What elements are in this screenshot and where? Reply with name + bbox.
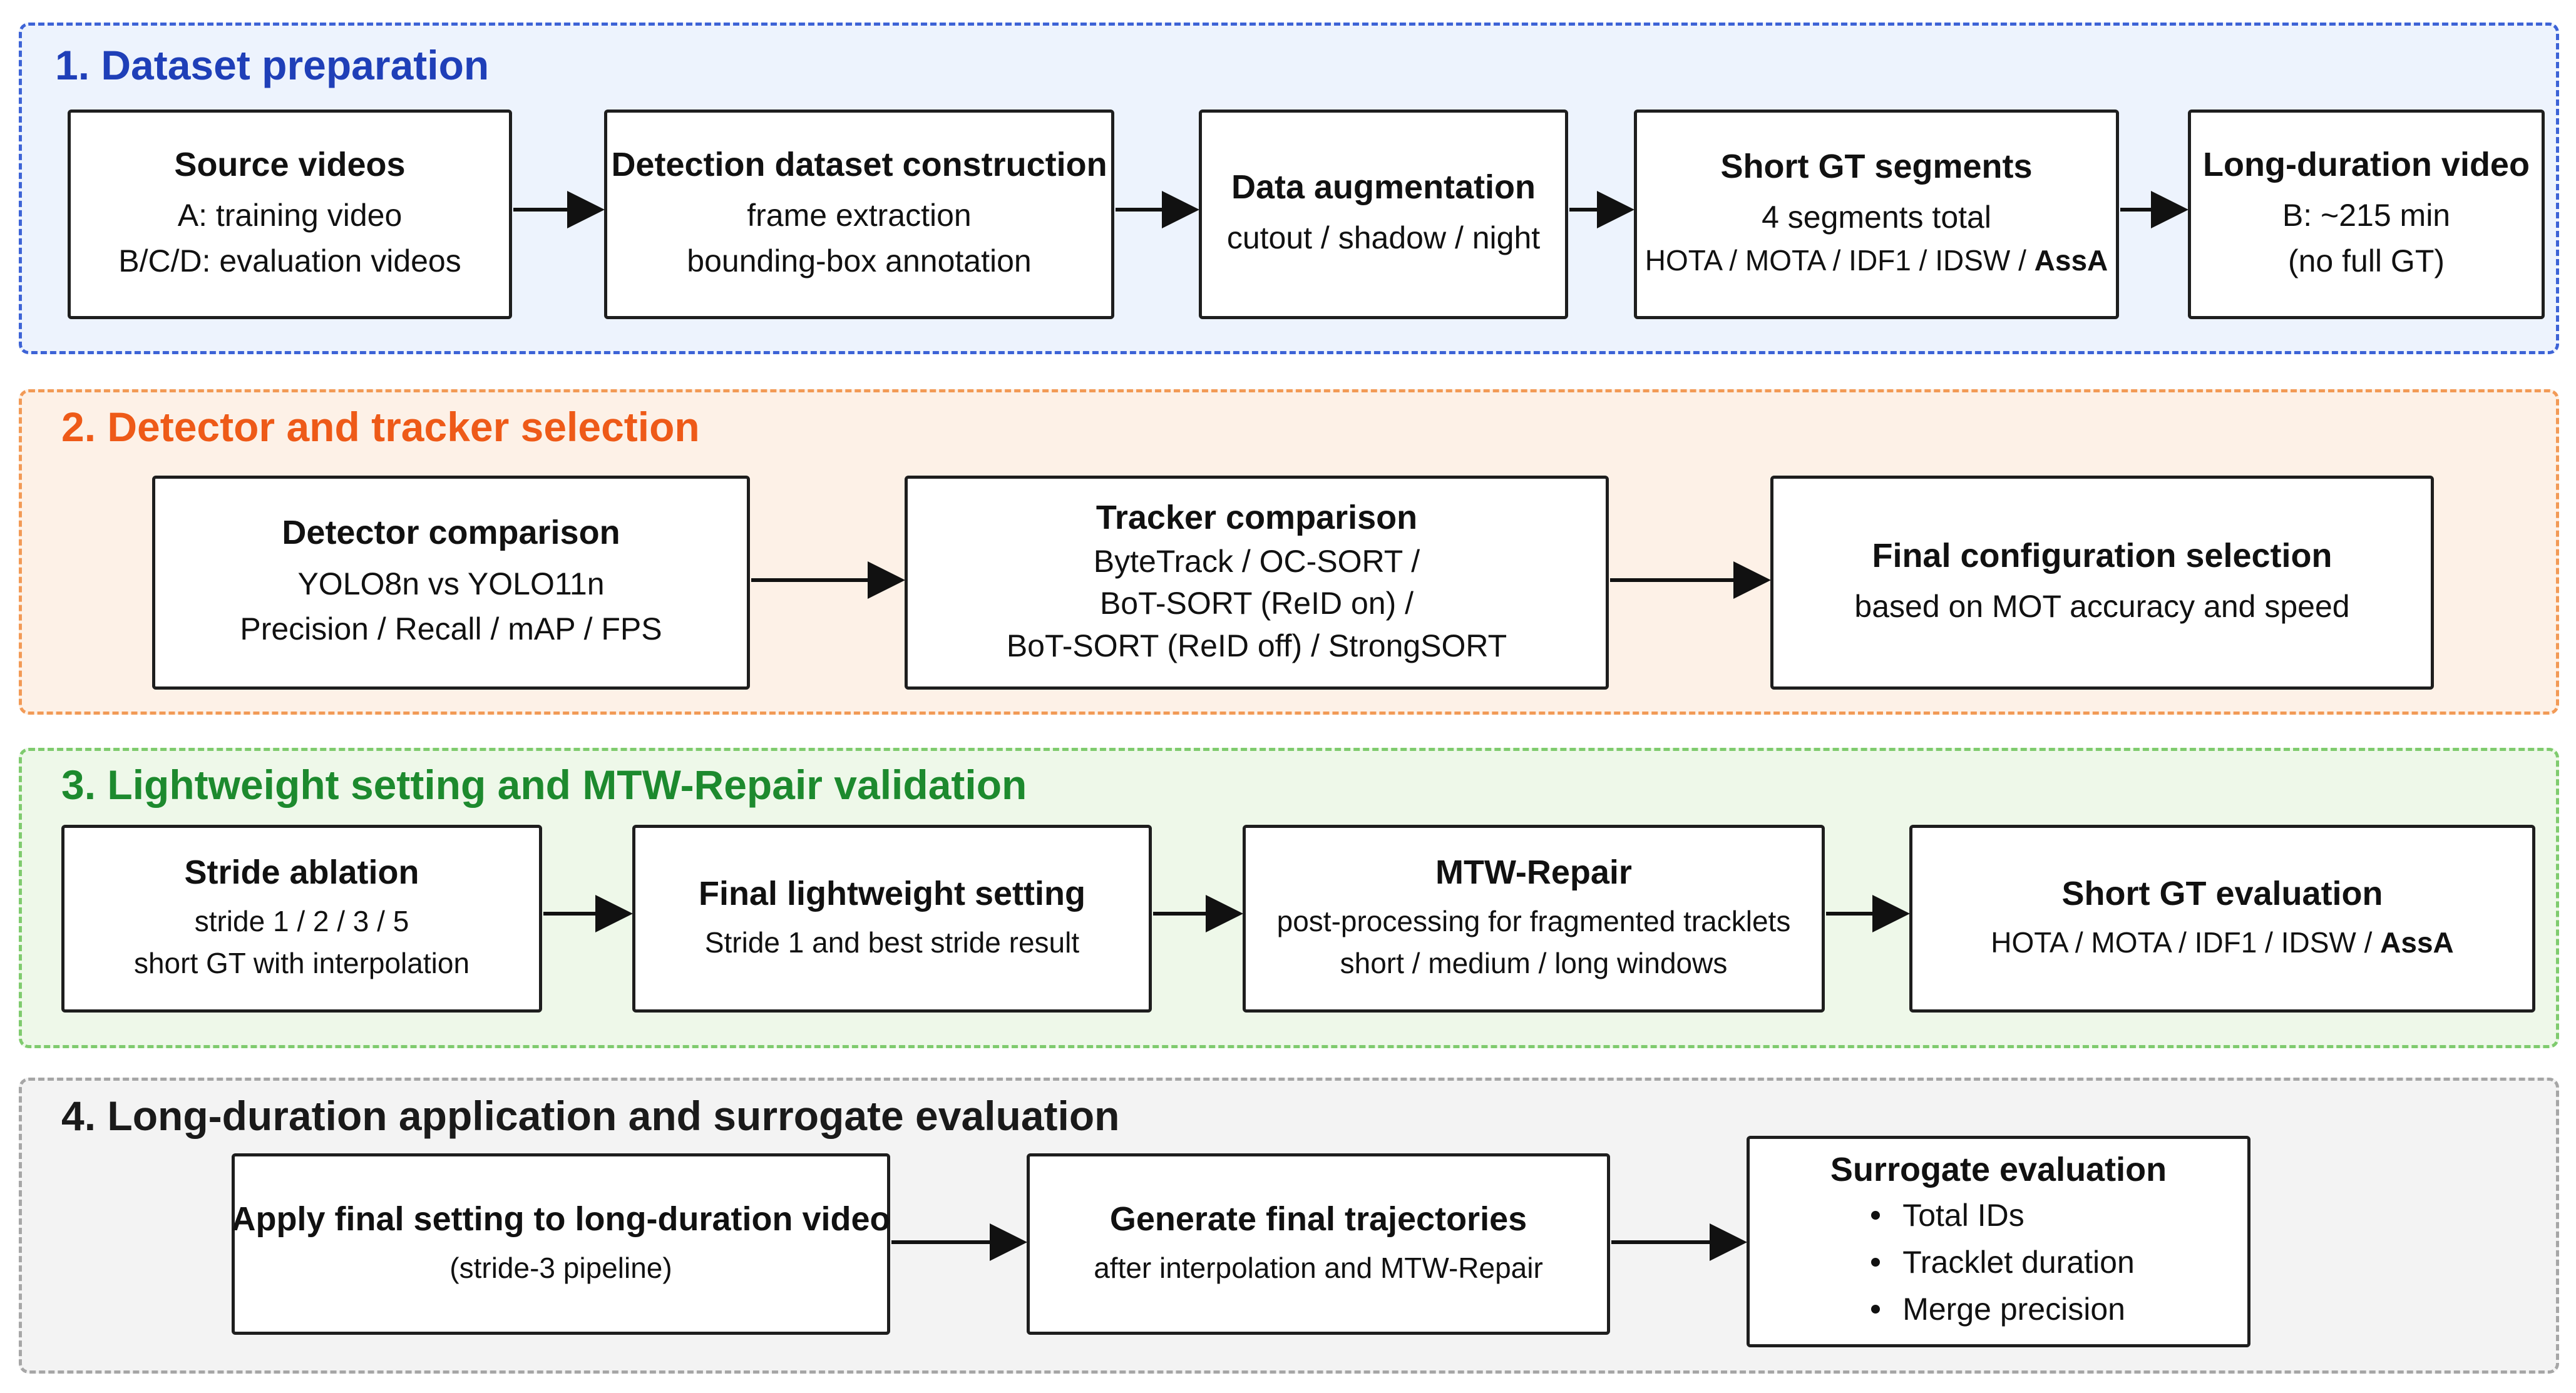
box-tracker-comparison: Tracker comparison ByteTrack / OC-SORT /…	[905, 476, 1609, 690]
box-line: 4 segments total	[1762, 199, 1991, 235]
section-title: 2. Detector and tracker selection	[61, 404, 700, 450]
box-source-videos: Source videos A: training video B/C/D: e…	[68, 110, 512, 319]
box-line: (no full GT)	[2287, 243, 2445, 278]
box-line: ByteTrack / OC-SORT /	[1093, 543, 1420, 579]
section-title: 3. Lightweight setting and MTW-Repair va…	[61, 762, 1027, 808]
box-title: Short GT evaluation	[2061, 874, 2383, 912]
box-line: short GT with interpolation	[133, 947, 470, 980]
box-line: BoT-SORT (ReID on) /	[1099, 586, 1414, 621]
box-title: Stride ablation	[184, 854, 419, 892]
box-line: (stride-3 pipeline)	[449, 1251, 672, 1284]
box-apply-final-setting: Apply final setting to long-duration vid…	[232, 1153, 890, 1335]
box-detection-dataset: Detection dataset construction frame ext…	[604, 110, 1114, 319]
box-detector-comparison: Detector comparison YOLO8n vs YOLO11n Pr…	[152, 476, 750, 690]
box-surrogate-evaluation: Surrogate evaluation Total IDs Tracklet …	[1747, 1136, 2250, 1347]
box-line: A: training video	[177, 198, 403, 233]
bullet-item: Total IDs	[1862, 1192, 2135, 1239]
box-stride-ablation: Stride ablation stride 1 / 2 / 3 / 5 sho…	[61, 825, 542, 1013]
box-generate-final-trajectories: Generate final trajectories after interp…	[1027, 1153, 1610, 1335]
box-line: post-processing for fragmented tracklets	[1276, 905, 1791, 938]
metrics-bold: AssA	[2034, 244, 2108, 277]
box-line: B/C/D: evaluation videos	[118, 243, 461, 278]
box-mtw-repair: MTW-Repair post-processing for fragmente…	[1243, 825, 1825, 1013]
box-short-gt-segments: Short GT segments 4 segments total HOTA …	[1634, 110, 2119, 319]
box-title: Generate final trajectories	[1109, 1200, 1527, 1238]
box-title: Final configuration selection	[1872, 536, 2332, 574]
box-line: Stride 1 and best stride result	[704, 926, 1080, 959]
box-title: Tracker comparison	[1096, 498, 1418, 536]
section-title: 4. Long-duration application and surroga…	[61, 1093, 1120, 1139]
box-long-duration-video: Long-duration video B: ~215 min (no full…	[2188, 110, 2545, 319]
metrics-line: HOTA / MOTA / IDF1 / IDSW / AssA	[1645, 240, 2108, 282]
box-line: bounding-box annotation	[687, 243, 1032, 278]
box-line: cutout / shadow / night	[1226, 220, 1541, 256]
surrogate-metrics-list: Total IDs Tracklet duration Merge precis…	[1862, 1192, 2135, 1333]
box-final-lightweight-setting: Final lightweight setting Stride 1 and b…	[632, 825, 1152, 1013]
box-line: Precision / Recall / mAP / FPS	[240, 611, 662, 647]
metrics-line: HOTA / MOTA / IDF1 / IDSW / AssA	[1991, 922, 2454, 964]
box-data-augmentation: Data augmentation cutout / shadow / nigh…	[1199, 110, 1568, 319]
box-short-gt-evaluation: Short GT evaluation HOTA / MOTA / IDF1 /…	[1909, 825, 2535, 1013]
box-line: YOLO8n vs YOLO11n	[297, 566, 605, 601]
section-title: 1. Dataset preparation	[55, 42, 490, 88]
box-line: after interpolation and MTW-Repair	[1094, 1251, 1543, 1284]
box-title: Final lightweight setting	[699, 874, 1085, 912]
box-title: Long-duration video	[2203, 145, 2530, 183]
box-title: Detector comparison	[282, 514, 620, 552]
box-title: MTW-Repair	[1435, 854, 1632, 892]
box-line: based on MOT accuracy and speed	[1854, 588, 2350, 624]
box-title: Surrogate evaluation	[1830, 1151, 2167, 1189]
box-line: B: ~215 min	[2282, 198, 2451, 233]
metrics-bold: AssA	[2380, 926, 2454, 959]
metrics-text: HOTA / MOTA / IDF1 / IDSW /	[1991, 926, 2381, 959]
box-title: Apply final setting to long-duration vid…	[231, 1200, 891, 1238]
box-line: short / medium / long windows	[1340, 947, 1728, 980]
bullet-item: Tracklet duration	[1862, 1239, 2135, 1286]
box-title: Data augmentation	[1231, 168, 1536, 207]
bullet-item: Merge precision	[1862, 1286, 2135, 1333]
box-line: BoT-SORT (ReID off) / StrongSORT	[1006, 628, 1507, 663]
box-line: stride 1 / 2 / 3 / 5	[194, 905, 409, 938]
box-final-configuration: Final configuration selection based on M…	[1770, 476, 2434, 690]
box-title: Source videos	[174, 145, 406, 183]
box-title: Detection dataset construction	[611, 145, 1107, 183]
box-line: frame extraction	[747, 198, 972, 233]
box-title: Short GT segments	[1720, 147, 2033, 185]
metrics-text: HOTA / MOTA / IDF1 / IDSW /	[1645, 244, 2035, 277]
